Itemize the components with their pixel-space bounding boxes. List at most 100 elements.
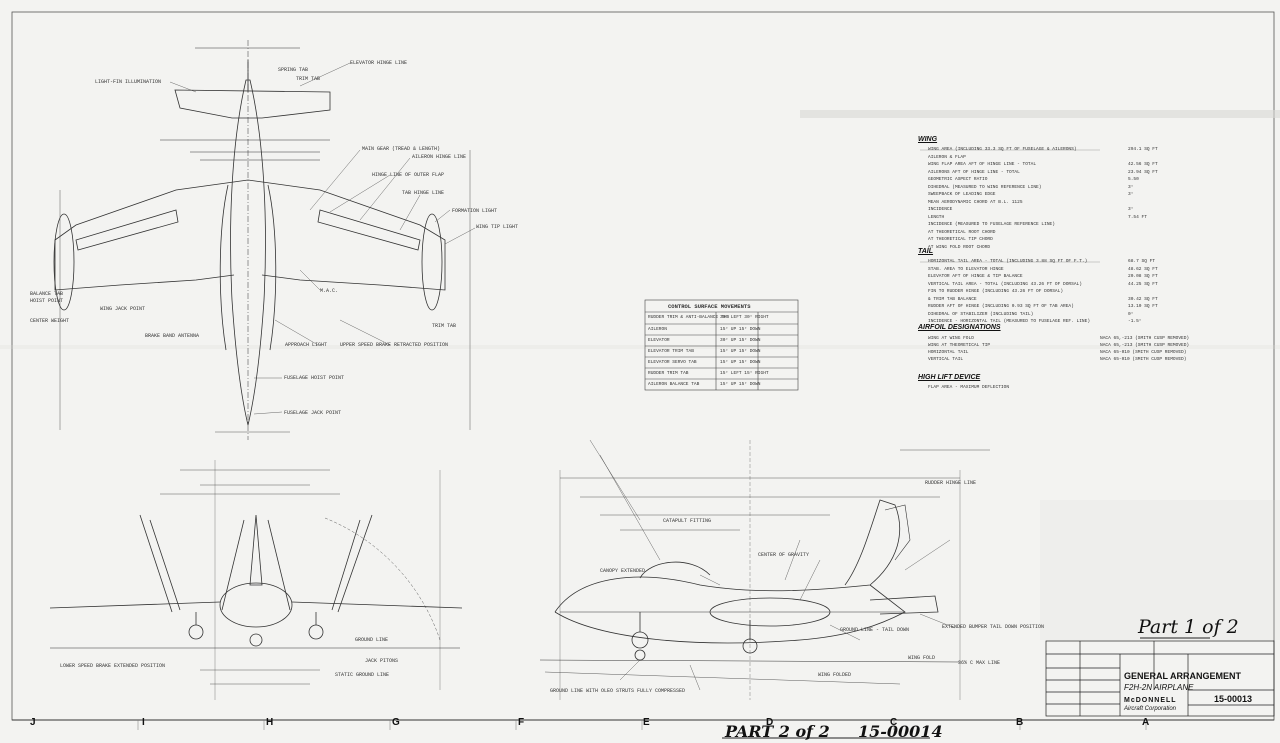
cs-row-2: ELEVATOR — [648, 338, 670, 343]
tail-value: 20.08 SQ FT — [1128, 274, 1158, 279]
tail-row: FIN TO RUDDER HINGE (INCLUDING 43.26 FT … — [928, 289, 1064, 294]
wing-row: AT THEORETICAL ROOT CHORD — [928, 229, 996, 235]
cs-value-0: 30° LEFT 30° RIGHT — [720, 315, 769, 320]
part-main-label: Part 1 of 2 — [1138, 616, 1239, 638]
callout-ground-line: GROUND LINE — [355, 637, 389, 643]
callout-main-gear: MAIN GEAR (TREAD & LENGTH) — [362, 146, 441, 152]
callout-elevator-hinge: ELEVATOR HINGE LINE — [350, 60, 408, 66]
callout-balance-tab: BALANCE TAB — [30, 291, 64, 297]
callout-fuselage-jack: FUSELAGE JACK POINT — [284, 410, 342, 416]
callout-brake-band: BRAKE BAND ANTENNA — [145, 333, 200, 339]
wing-row: AT WING FOLD ROOT CHORD — [928, 244, 991, 250]
airfoil-value: NACA 65,-213 (SMITH CUSP REMOVED) — [1100, 343, 1190, 348]
control-surface-title: CONTROL SURFACE MOVEMENTS — [668, 303, 751, 310]
wing-row: MEAN AERODYNAMIC CHORD AT B.L. 1125 — [928, 199, 1023, 205]
airfoil-row: WING AT WING FOLD — [928, 336, 974, 341]
company-name: McDONNELL — [1124, 697, 1177, 704]
cs-value-5: 15° LEFT 15° RIGHT — [720, 371, 769, 376]
callout-wing-jack: WING JACK POINT — [100, 306, 146, 312]
callout-catapult: CATAPULT FITTING — [663, 518, 712, 524]
zone-b: B — [1016, 717, 1024, 728]
zone-h: H — [266, 717, 274, 728]
callout-hoist-point: HOIST POINT — [30, 298, 64, 304]
cs-row-1: AILERON — [648, 327, 667, 332]
callout-aileron-hinge: AILERON HINGE LINE — [412, 154, 467, 160]
tail-row: ELEVATOR AFT OF HINGE & TIP BALANCE — [928, 274, 1023, 279]
airfoil-value: NACA 65-010 (SMITH CUSP REMOVED) — [1100, 357, 1187, 362]
cs-row-3: ELEVATOR TRIM TAB — [648, 349, 694, 354]
callout-fuselage-hoist: FUSELAGE HOIST POINT — [284, 375, 345, 381]
high-lift-row: FLAP AREA - MAXIMUM DEFLECTION — [928, 385, 1010, 390]
zone-f: F — [518, 717, 525, 728]
callout-wing-folded: WING FOLDED — [818, 672, 852, 678]
tail-heading: TAIL — [918, 248, 934, 255]
callout-wing-fold: WING FOLD — [908, 655, 936, 661]
callout-center-weight: CENTER WEIGHT — [30, 318, 70, 324]
tail-row: HORIZONTAL TAIL AREA - TOTAL (INCLUDING … — [928, 259, 1088, 264]
tail-value: 30.42 SQ FT — [1128, 296, 1158, 302]
callout-formation-light: FORMATION LIGHT — [452, 208, 498, 214]
zone-a: A — [1142, 717, 1150, 728]
tail-row: INCIDENCE - HORIZONTAL TAIL (MEASURED TO… — [928, 319, 1091, 324]
tail-value: 0° — [1128, 311, 1134, 317]
company-name-2: Aircraft Corporation — [1124, 706, 1177, 712]
part-bottom-label: PART 2 of 2 — [725, 722, 830, 741]
zone-e: E — [643, 717, 650, 728]
airfoil-row: HORIZONTAL TAIL — [928, 350, 969, 355]
title-line-2: F2H-2N AIRPLANE — [1124, 683, 1194, 692]
tail-row: VERTICAL TAIL AREA - TOTAL (INCLUDING 43… — [928, 281, 1082, 287]
tail-value: 13.10 SQ FT — [1128, 304, 1158, 309]
cs-value-2: 30° UP 15° DOWN — [720, 338, 761, 343]
wing-row: INCIDENCE (MEASURED TO FUSELAGE REFERENC… — [928, 222, 1055, 227]
callout-lower-speed-brake: LOWER SPEED BRAKE EXTENDED POSITION — [60, 663, 166, 669]
wing-value: 42.56 SQ FT — [1128, 162, 1158, 167]
callout-mac: M.A.C. — [320, 288, 339, 294]
wing-row: AT THEORETICAL TIP CHORD — [928, 237, 993, 242]
wing-row: SWEEPBACK OF LEADING EDGE — [928, 192, 996, 197]
callout-outer-flap: HINGE LINE OF OUTER FLAP — [372, 172, 445, 178]
wing-row: INCIDENCE — [928, 207, 953, 212]
wing-value: 3° — [1128, 192, 1134, 197]
callout-trim-tab-2: TRIM TAB — [432, 323, 457, 329]
drawing-number: 15-00013 — [1214, 694, 1253, 704]
callout-tab-hinge: TAB HINGE LINE — [402, 190, 445, 196]
zone-d: D — [766, 717, 774, 728]
callout-max-line: 36% C MAX LINE — [958, 660, 1001, 666]
wing-row: DIHEDRAL (MEASURED TO WING REFERENCE LIN… — [928, 184, 1042, 190]
zone-c: C — [890, 717, 898, 728]
callout-light-fin: LIGHT-FIN ILLUMINATION — [95, 79, 162, 85]
callout-ground-line-nose: GROUND LINE WITH OLEO STRUTS FULLY COMPR… — [550, 688, 686, 694]
zone-j: J — [30, 717, 36, 728]
tail-value: -1.5° — [1128, 319, 1142, 324]
airfoil-value: NACA 65-010 (SMITH CUSP REMOVED) — [1100, 350, 1187, 355]
title-line-1: GENERAL ARRANGEMENT — [1124, 671, 1242, 681]
callout-trim-tab: TRIM TAB — [296, 76, 321, 82]
callout-wing-tip-light: WING TIP LIGHT — [476, 224, 519, 230]
callout-approach-light: APPROACH LIGHT — [285, 342, 328, 348]
cs-row-6: AILERON BALANCE TAB — [648, 382, 700, 387]
airfoil-value: NACA 65,-213 (SMITH CUSP REMOVED) — [1100, 336, 1190, 341]
wing-row: AILERONS AFT OF HINGE LINE - TOTAL — [928, 169, 1020, 175]
tail-value: 44.25 SQ FT — [1128, 281, 1158, 287]
high-lift-heading: HIGH LIFT DEVICE — [918, 374, 981, 381]
wing-row: LENGTH — [928, 214, 945, 220]
airfoil-heading: AIRFOIL DESIGNATIONS — [918, 324, 1001, 331]
callout-speed-brake: UPPER SPEED BRAKE RETRACTED POSITION — [340, 342, 449, 348]
wing-value: 7.54 FT — [1128, 214, 1147, 220]
callout-spring-tab: SPRING TAB — [278, 67, 309, 73]
cs-value-4: 15° UP 15° DOWN — [720, 360, 761, 365]
tail-row: & TRIM TAB BALANCE — [928, 296, 977, 302]
cs-value-3: 15° UP 15° DOWN — [720, 349, 761, 354]
callout-center-gravity: CENTER OF GRAVITY — [758, 552, 810, 558]
part-bottom-number: 15-00014 — [858, 722, 943, 741]
tail-value: 68.7 SQ FT — [1128, 259, 1156, 264]
wing-row: WING FLAP AREA AFT OF HINGE LINE - TOTAL — [928, 162, 1037, 167]
wing-heading: WING — [918, 136, 938, 143]
callout-jack-pitons: JACK PITONS — [365, 658, 399, 664]
wing-value: 23.94 SQ FT — [1128, 169, 1158, 175]
airfoil-row: WING AT THEORETICAL TIP — [928, 343, 991, 348]
zone-g: G — [392, 717, 400, 728]
callout-static-ground: STATIC GROUND LINE — [335, 672, 390, 678]
callout-extended-bumper: EXTENDED BUMPER TAIL DOWN POSITION — [942, 624, 1045, 630]
